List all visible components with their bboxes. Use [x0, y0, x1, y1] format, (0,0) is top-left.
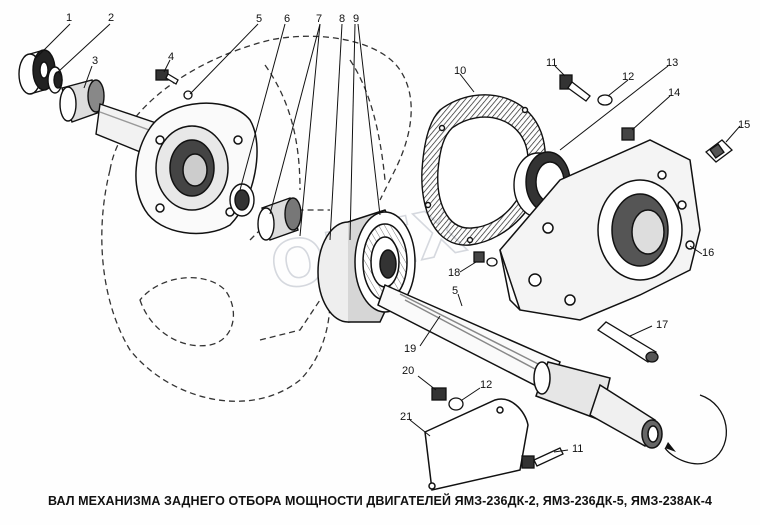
shaft-part-19	[377, 283, 663, 449]
callout-11-lower: 11	[572, 443, 583, 455]
flange-cover-part-5	[135, 102, 258, 235]
callout-12-lower: 12	[480, 379, 492, 391]
callout-12: 12	[622, 71, 634, 83]
callout-14: 14	[668, 87, 680, 99]
callout-4: 4	[168, 51, 174, 63]
bolt-part-11-lower	[521, 447, 564, 469]
cover-plate-part-21	[424, 398, 529, 491]
washer-small	[183, 90, 193, 100]
nut-part-14	[621, 127, 635, 141]
bushing-part-3	[59, 79, 105, 123]
main-bearing-part-9	[317, 209, 416, 323]
callout-10: 10	[454, 65, 466, 77]
callout-19: 19	[404, 343, 416, 355]
callout-7: 7	[316, 13, 322, 25]
callout-9: 9	[353, 13, 359, 25]
callout-6: 6	[284, 13, 290, 25]
callout-3: 3	[92, 55, 98, 67]
fitting-part-15	[705, 139, 733, 163]
callout-20: 20	[402, 365, 414, 377]
washer-part-12	[597, 94, 613, 106]
callout-5-lower: 5	[452, 285, 458, 297]
callout-15: 15	[738, 119, 750, 131]
callout-16: 16	[702, 247, 714, 259]
nut-part-20	[431, 387, 447, 401]
callout-1: 1	[66, 12, 72, 24]
leader-lines	[35, 23, 741, 453]
callout-18: 18	[448, 267, 460, 279]
gasket-part-10	[421, 94, 546, 246]
seal-part-6	[229, 183, 255, 217]
arrow-head	[665, 442, 676, 452]
bolt-part-11	[559, 74, 591, 102]
callout-11: 11	[546, 57, 557, 69]
nut-part-18	[473, 251, 498, 267]
pin-part-17	[596, 321, 659, 363]
callout-17: 17	[656, 319, 668, 331]
washer-part-12-lower	[448, 397, 464, 411]
diagram-caption: ВАЛ МЕХАНИЗМА ЗАДНЕГО ОТБОРА МОЩНОСТИ ДВ…	[47, 494, 713, 508]
callout-labels: 1 2 3 4 5 6 7 8 9 10 11 12 13 14 15 16 1…	[66, 12, 750, 455]
callout-13: 13	[666, 57, 678, 69]
callout-2: 2	[108, 12, 114, 24]
callout-21: 21	[400, 411, 412, 423]
callout-5: 5	[256, 13, 262, 25]
callout-8: 8	[339, 13, 345, 25]
bolt-part-4	[155, 69, 179, 85]
housing-part-16	[499, 139, 701, 321]
rotation-arrow	[664, 394, 728, 465]
